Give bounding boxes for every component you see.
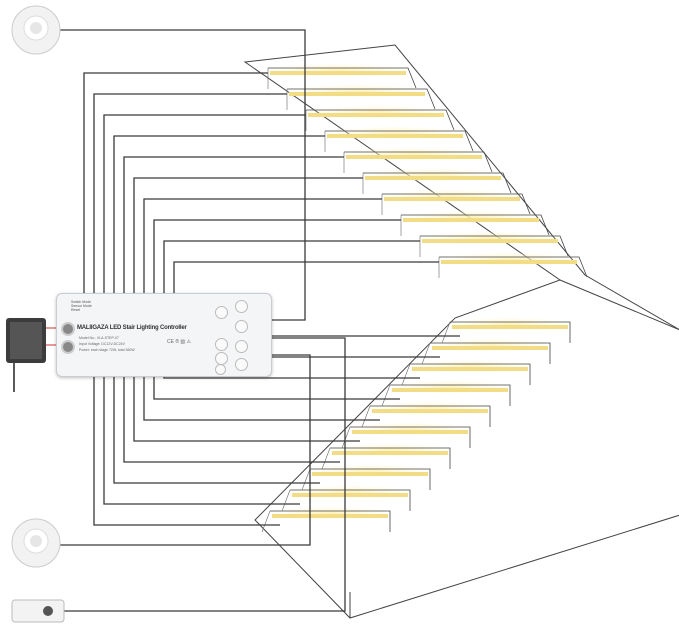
light-sensor-wire [64, 337, 346, 612]
controller-button[interactable] [215, 306, 228, 319]
led-strip [272, 514, 388, 518]
bottom-sensor-wire [60, 354, 311, 546]
step-wire [103, 376, 300, 505]
lower-stair-step [401, 359, 536, 386]
step-wire [103, 114, 306, 293]
step-wire [133, 376, 360, 442]
led-strip [412, 367, 528, 371]
controller-button[interactable] [215, 338, 228, 351]
upper-stair-step [433, 252, 588, 278]
step-wire [133, 177, 363, 293]
power-supply [6, 318, 62, 392]
step-wire [93, 376, 280, 526]
step-wire [93, 93, 287, 293]
stair-lighting-controller: Switch Mode Sensor Mode Reset MALIIGAZA … [56, 293, 272, 377]
motion-sensor-bottom [11, 518, 61, 568]
upper-stair-step [300, 105, 455, 131]
lower-stair-step [341, 422, 476, 449]
input-voltage: Input Voltage: DC12V-DC24V [79, 342, 125, 346]
controller-button[interactable] [235, 300, 248, 313]
led-strip [422, 239, 558, 243]
lower-stair-step [381, 380, 516, 407]
step-wire [153, 219, 401, 293]
upper-stair-step [281, 84, 436, 110]
led-strip [270, 71, 406, 75]
led-strip [289, 92, 425, 96]
top-sensor-wire [60, 29, 306, 321]
step-wire [173, 261, 439, 293]
led-strip [441, 260, 577, 264]
controller-button[interactable] [235, 320, 248, 333]
motion-sensor-top [11, 5, 61, 55]
terminal-knob [61, 322, 75, 336]
power-rating: Power: each stage 72W, total 360W [79, 348, 135, 352]
led-strip [292, 493, 408, 497]
controller-button[interactable] [235, 358, 248, 371]
terminal-knob [61, 340, 75, 354]
upper-stair-step [262, 63, 417, 89]
controller-button[interactable] [235, 340, 248, 353]
step-wire [123, 156, 344, 293]
upper-stair-step [414, 231, 569, 257]
upper-stair-step [338, 147, 493, 173]
step-wire [113, 135, 325, 293]
upper-stair-step [376, 189, 531, 215]
reset-label: Reset [71, 308, 81, 312]
step-wire [143, 376, 380, 421]
upper-stair-step [357, 168, 512, 194]
lower-stair-step [281, 485, 416, 512]
sensor-mode-label: Sensor Mode [71, 304, 92, 308]
step-wire [83, 72, 268, 293]
led-strip [332, 451, 448, 455]
led-strip [327, 134, 463, 138]
controller-button[interactable] [215, 352, 228, 365]
upper-stair-step [395, 210, 550, 236]
upper-stair-step [319, 126, 474, 152]
led-strip [308, 113, 444, 117]
led-strip [346, 155, 482, 159]
step-wire [143, 198, 382, 293]
controller-button[interactable] [215, 364, 226, 375]
step-wire [153, 376, 400, 400]
step-wire [163, 240, 420, 293]
led-strip [384, 197, 520, 201]
led-strip [392, 388, 508, 392]
lower-stair-step [321, 443, 456, 470]
led-strip [372, 409, 488, 413]
led-strip [403, 218, 539, 222]
light-sensor-module [11, 599, 65, 623]
led-strip [365, 176, 501, 180]
switch-mode-label: Switch Mode [71, 300, 92, 304]
lower-stair-step [361, 401, 496, 428]
lower-stair-step [421, 338, 556, 365]
lower-stair-step [441, 317, 576, 344]
led-strip [452, 325, 568, 329]
led-strip [352, 430, 468, 434]
mode-labels: Switch Mode Sensor Mode Reset [71, 300, 92, 312]
controller-title: MALIIGAZA LED Stair Lighting Controller [77, 325, 187, 331]
model-number: Model No.: XLA-STEP-07 [79, 336, 119, 340]
wires [60, 29, 460, 612]
step-wire [113, 376, 320, 484]
step-wire [123, 376, 340, 463]
led-strip [432, 346, 548, 350]
certification-marks: CE ® ▧ ⚠ [167, 339, 192, 345]
led-strip [312, 472, 428, 476]
stair-steps [261, 63, 588, 533]
lower-stair-step [301, 464, 436, 491]
